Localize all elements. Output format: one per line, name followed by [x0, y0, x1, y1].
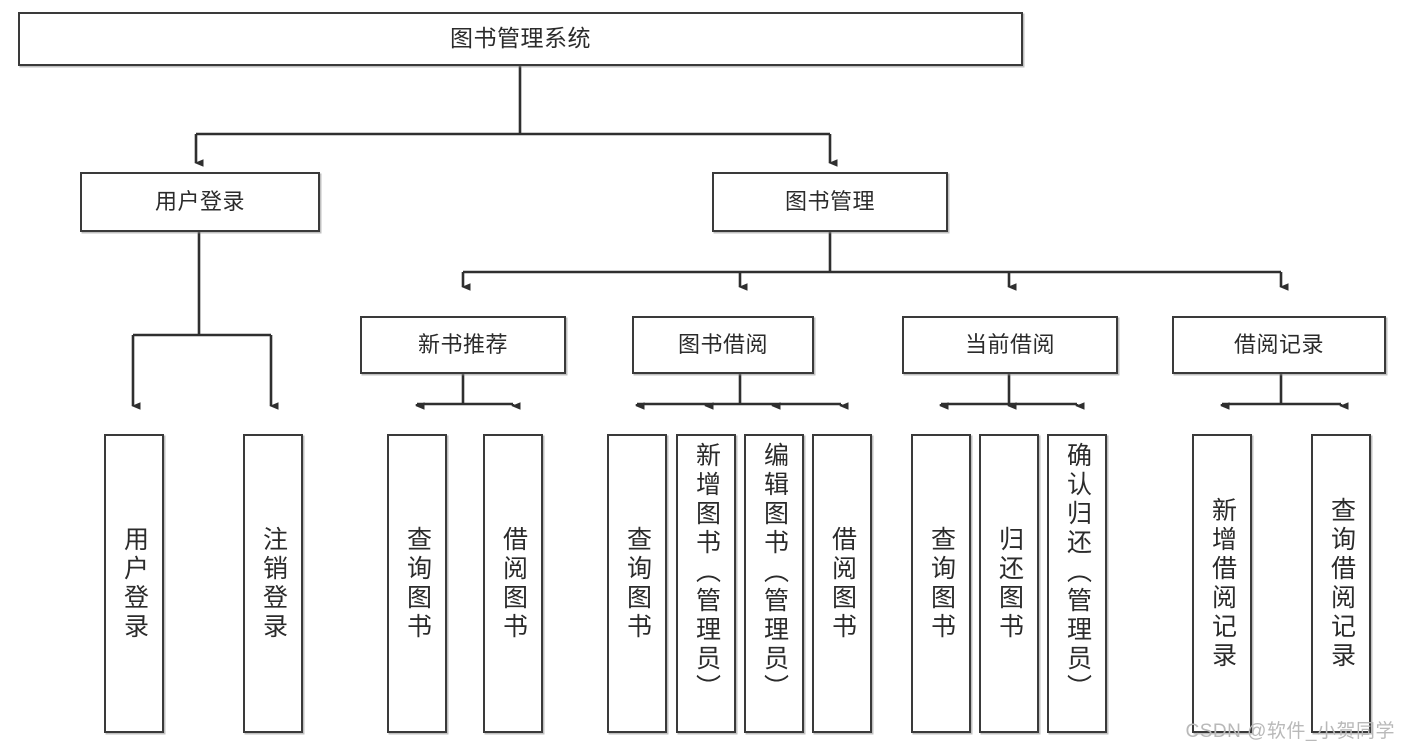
leaf-add-borrow-record[interactable]: 新增借阅记录 — [1192, 434, 1252, 733]
node-new-book-recommend[interactable]: 新书推荐 — [360, 316, 566, 374]
node-root-label: 图书管理系统 — [450, 25, 591, 52]
node-book-borrow[interactable]: 图书借阅 — [632, 316, 814, 374]
leaf-user-login-label: 用户登录 — [120, 525, 149, 642]
node-borrow-record-label: 借阅记录 — [1233, 331, 1324, 357]
leaf-query-book-borrow-label: 查询图书 — [623, 525, 652, 642]
leaf-return-book[interactable]: 归还图书 — [979, 434, 1039, 733]
leaf-query-book-newbook[interactable]: 查询图书 — [387, 434, 447, 733]
node-book-management-label: 图书管理 — [784, 188, 875, 214]
node-book-management[interactable]: 图书管理 — [712, 172, 948, 232]
node-current-borrow-label: 当前借阅 — [964, 331, 1055, 357]
leaf-query-borrow-record-label: 查询借阅记录 — [1327, 496, 1356, 671]
leaf-borrow-book[interactable]: 借阅图书 — [812, 434, 872, 733]
leaf-query-book-newbook-label: 查询图书 — [403, 525, 432, 642]
node-root[interactable]: 图书管理系统 — [18, 12, 1023, 66]
leaf-borrow-book-newbook-label: 借阅图书 — [499, 525, 528, 642]
leaf-borrow-book-newbook[interactable]: 借阅图书 — [483, 434, 543, 733]
leaf-logout[interactable]: 注销登录 — [243, 434, 303, 733]
node-user-login-label: 用户登录 — [154, 188, 245, 214]
node-user-login[interactable]: 用户登录 — [80, 172, 320, 232]
node-new-book-recommend-label: 新书推荐 — [417, 331, 508, 357]
node-book-borrow-label: 图书借阅 — [677, 331, 768, 357]
leaf-query-borrow-record[interactable]: 查询借阅记录 — [1311, 434, 1371, 733]
leaf-edit-book-admin-label: 编辑图书（管理员） — [760, 442, 789, 703]
leaf-user-login[interactable]: 用户登录 — [104, 434, 164, 733]
leaf-add-book-admin-label: 新增图书（管理员） — [692, 442, 721, 703]
watermark: CSDN @软件_小贺同学 — [1185, 721, 1395, 742]
leaf-add-book-admin[interactable]: 新增图书（管理员） — [676, 434, 736, 733]
leaf-logout-label: 注销登录 — [259, 525, 288, 642]
leaf-return-book-label: 归还图书 — [995, 525, 1024, 642]
leaf-add-borrow-record-label: 新增借阅记录 — [1208, 496, 1237, 671]
leaf-query-book-borrow[interactable]: 查询图书 — [607, 434, 667, 733]
leaf-query-book-current-label: 查询图书 — [927, 525, 956, 642]
leaf-confirm-return-admin[interactable]: 确认归还（管理员） — [1047, 434, 1107, 733]
leaf-borrow-book-label: 借阅图书 — [828, 525, 857, 642]
leaf-edit-book-admin[interactable]: 编辑图书（管理员） — [744, 434, 804, 733]
node-current-borrow[interactable]: 当前借阅 — [902, 316, 1118, 374]
node-borrow-record[interactable]: 借阅记录 — [1172, 316, 1386, 374]
leaf-query-book-current[interactable]: 查询图书 — [911, 434, 971, 733]
leaf-confirm-return-admin-label: 确认归还（管理员） — [1063, 442, 1092, 703]
